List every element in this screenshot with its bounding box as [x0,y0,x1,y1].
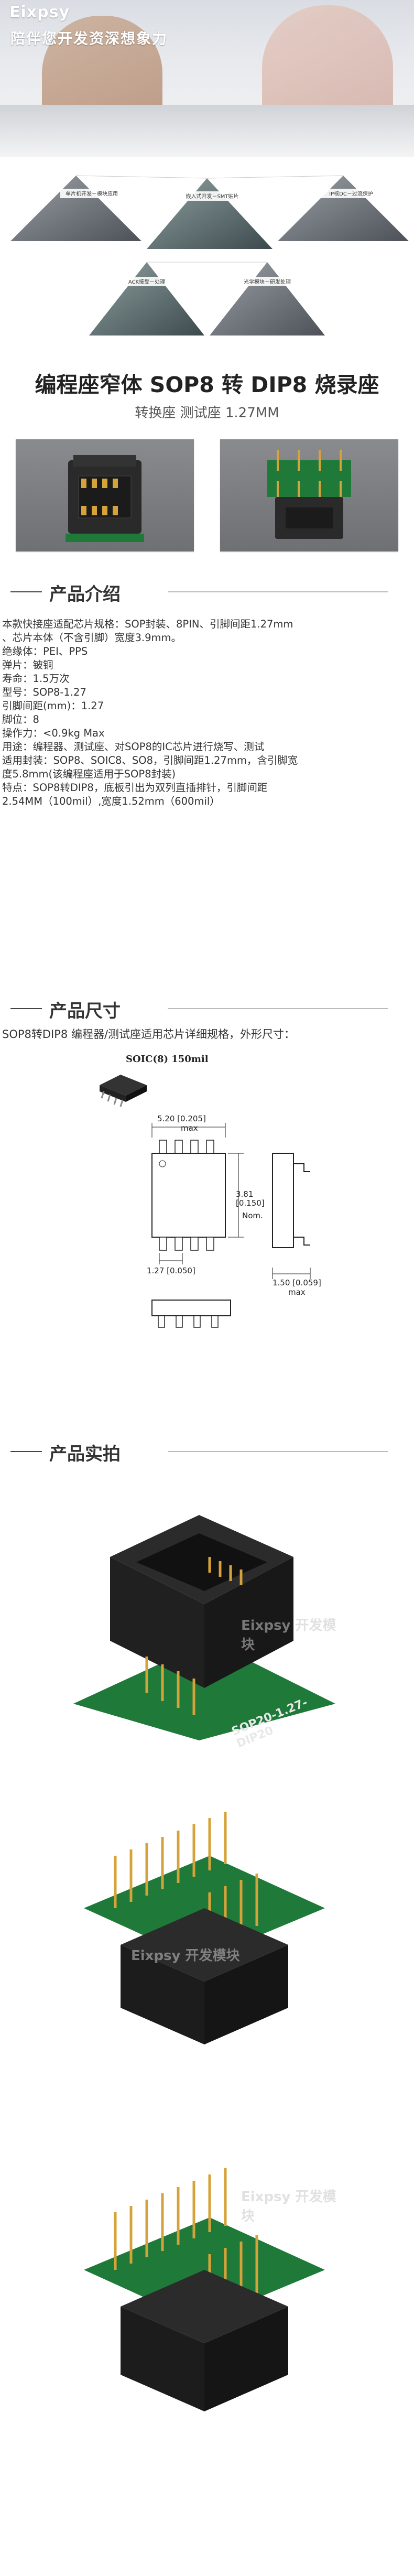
watermark-text: Eixpsy 开发模块 [241,1618,336,1653]
product-photo-pins-side: Eixpsy 开发模块 [52,2113,346,2427]
collage-caption-3: IP核DC－过流保护 [329,191,373,197]
product-title: 编程座窄体 SOP8 转 DIP8 烧录座 [35,372,379,397]
socket-pins-illustration [267,450,351,539]
dim-width-max: max [181,1123,198,1133]
product-photo-socket-angled: SOP20-1.27-DIP20 Eixpsy 开发模块 [52,1484,346,1750]
dim-width-label: 5.20 [0.205] [157,1114,206,1123]
collage-photo-4 [89,262,204,335]
section-photos-title: 产品实拍 [49,1444,121,1465]
socket-pins-side-illustration [84,2168,325,2411]
socket-top-illustration [66,455,144,542]
heading-rule-left [10,1451,42,1452]
product-photo-top-view [16,439,194,551]
collage-caption-4: ACK接受－处理 [128,279,166,285]
heading-rule-left [10,1008,42,1009]
heading-rule-right [168,591,388,592]
dim-height-label: 1.50 [0.059] [273,1278,321,1287]
intro-line: 型号：SOP8-1.27 [2,686,86,698]
dim-body-label: 3.81 [0.150] [236,1189,265,1208]
intro-line: 操作力：<0.9kg Max [2,727,105,739]
section-size-heading: 产品尺寸 [10,993,404,1025]
watermark-text: Eixpsy 开发模块 [131,1948,240,1964]
socket-angled-illustration [73,1515,335,1740]
product-photo-pin-view [220,439,398,551]
soic-label: SOIC(8) 150mil [126,1054,209,1065]
intro-line: 适用封装：SOP8、SOIC8、SO8，引脚间距1.27mm，含引脚宽 [2,754,298,766]
socket-pins-up-illustration [84,1812,325,2044]
dim-pitch-label: 1.27 [0.050] [147,1266,195,1275]
dimension-svg [100,1075,311,1328]
collage-caption-2: 嵌入式开发－SMT贴片 [186,194,239,200]
hero-photo-desk [0,105,414,157]
heading-rule-right [168,1008,388,1009]
intro-line: 绝缘体：PEI、PPS [2,645,88,657]
intro-line: 用途：编程器、测试座、对SOP8的IC芯片进行烧写、测试 [2,741,265,753]
intro-line: 引脚间距(mm)：1.27 [2,700,104,712]
section-size-title: 产品尺寸 [49,1001,121,1022]
soic8-dimension-drawing: SOIC(8) 150mil [94,1054,367,1347]
intro-line: 寿命：1.5万次 [2,673,70,685]
collage-caption-1: 单片机开发－模块应用 [66,191,118,197]
collage-photo-3 [278,176,409,241]
intro-line: 本款快接座适配芯片规格：SOP封装、8PIN、引脚间距1.27mm [2,618,293,630]
section-intro-heading: 产品介绍 [10,577,404,608]
section-intro-title: 产品介绍 [49,584,121,605]
watermark-text: Eixpsy 开发模块 [241,2189,336,2224]
brand-logo: Eixpsy [9,3,70,21]
product-photo-pins-up: Eixpsy 开发模块 [52,1772,346,2065]
heading-rule-left [10,591,42,592]
brand-slogan: 陪伴您开发资深想象力 [10,30,168,47]
intro-line: 特点：SOP8转DIP8，底板引出为双列直插排针，引脚间距 [2,782,268,794]
size-description: SOP8转DIP8 编程器/测试座适用芯片详细规格，外形尺寸： [2,1028,296,1041]
dim-body-nom: Nom. [242,1211,263,1220]
intro-line: 2.54MM（100mil）,宽度1.52mm（600mil） [2,795,220,807]
intro-line: 脚位：8 [2,713,39,726]
collage-photo-1 [10,176,141,241]
hero-banner: Eixpsy 陪伴您开发资深想象力 [0,0,414,157]
collage-frame [0,157,414,351]
product-subtitle: 转换座 测试座 1.27MM [135,405,279,421]
application-collage: 单片机开发－模块应用 嵌入式开发－SMT贴片 IP核DC－过流保护 ACK接受－… [0,157,414,351]
collage-photo-2 [147,178,273,249]
heading-rule-right [168,1451,388,1452]
dim-height-max: max [288,1287,306,1297]
intro-spec-list: 本款快接座适配芯片规格：SOP封装、8PIN、引脚间距1.27mm 、芯片本体（… [2,618,411,808]
intro-line: 、芯片本体（不含引脚）宽度3.9mm。 [2,632,182,644]
section-photos-heading: 产品实拍 [10,1436,404,1468]
intro-line: 度5.8mm(该编程座适用于SOP8封装) [2,768,176,780]
intro-line: 弹片：铍铜 [2,659,53,671]
collage-photo-5 [210,262,325,335]
collage-caption-5: 光学模块－研发处理 [244,279,291,285]
